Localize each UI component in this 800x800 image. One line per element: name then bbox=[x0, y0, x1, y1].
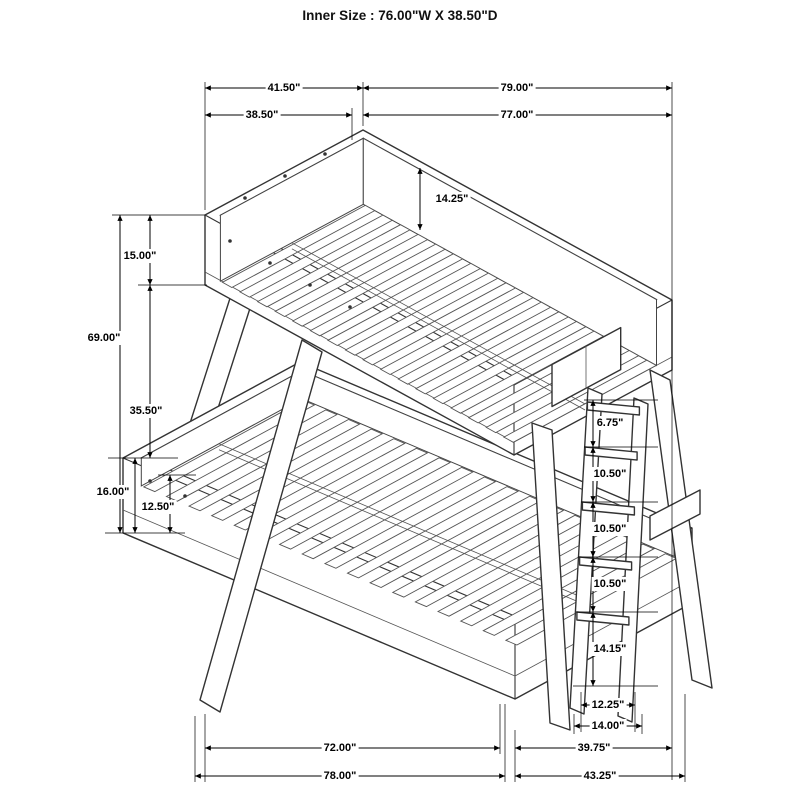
back-right-leg bbox=[649, 369, 713, 689]
dim-label-78-00: 78.00" bbox=[321, 769, 359, 783]
dim-label-35-50: 35.50" bbox=[127, 404, 165, 418]
front-legs bbox=[199, 339, 713, 731]
dim-label-12-25: 12.25" bbox=[589, 698, 627, 712]
dim-label-6-75: 6.75" bbox=[594, 416, 626, 430]
dim-label-10-50-b: 10.50" bbox=[591, 522, 629, 536]
dim-label-38-50: 38.50" bbox=[243, 108, 281, 122]
dim-label-12-50: 12.50" bbox=[139, 500, 177, 514]
inner-size-title: Inner Size : 76.00"W X 38.50"D bbox=[302, 8, 498, 23]
dim-label-10-50-a: 10.50" bbox=[591, 467, 629, 481]
dim-label-15-00: 15.00" bbox=[121, 249, 159, 263]
dim-label-43-25: 43.25" bbox=[581, 769, 619, 783]
dim-label-14-00: 14.00" bbox=[589, 719, 627, 733]
dim-label-16-00: 16.00" bbox=[94, 485, 132, 499]
dim-label-79-00: 79.00" bbox=[498, 81, 536, 95]
lower-guardrail-end bbox=[649, 489, 701, 541]
dim-label-72-00: 72.00" bbox=[321, 741, 359, 755]
dim-label-10-50-c: 10.50" bbox=[591, 577, 629, 591]
dim-label-14-25: 14.25" bbox=[433, 192, 471, 206]
front-right-leg bbox=[531, 422, 571, 731]
dim-label-39-75: 39.75" bbox=[575, 741, 613, 755]
dim-label-69-00: 69.00" bbox=[85, 331, 123, 345]
ladder-right-rail bbox=[617, 397, 649, 723]
front-left-leg bbox=[199, 339, 323, 713]
dim-label-14-15: 14.15" bbox=[591, 642, 629, 656]
dim-label-41-50: 41.50" bbox=[265, 81, 303, 95]
dim-label-77-00: 77.00" bbox=[498, 108, 536, 122]
